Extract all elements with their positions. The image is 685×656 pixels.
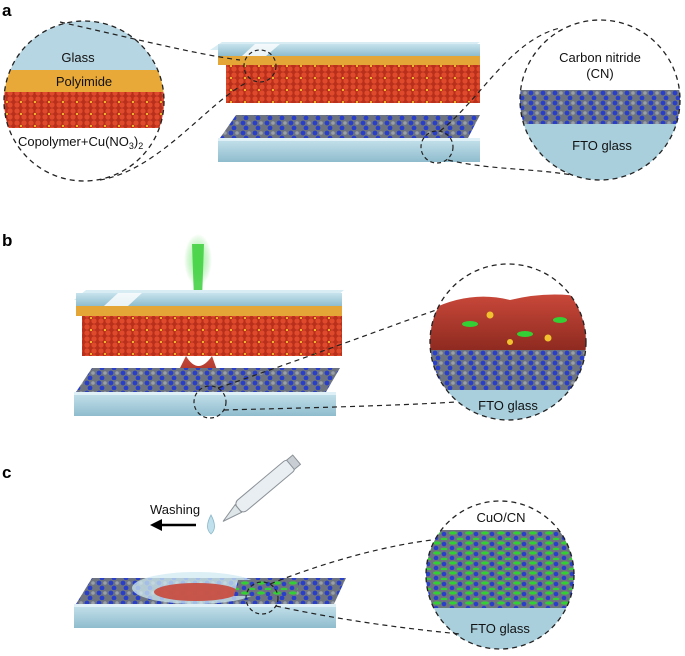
panel-c-label: c [2,463,11,482]
washing-arrow-head [150,519,162,531]
connector-bottom [99,81,249,181]
panel-a-device [210,42,480,162]
panel-a-label: a [2,1,12,20]
label-backdrop [474,509,528,525]
connector-bottom [447,159,573,176]
zoom-cn-layer [520,90,680,124]
focus-circle [243,49,277,83]
label-cn: (CN) [586,66,613,81]
panel-b-label: b [2,231,12,250]
pipette-end [285,454,302,471]
label-copolymer-prefix: Copolymer+Cu(NO [18,134,129,149]
fto-edge [218,138,480,141]
focus-circle [245,581,279,615]
cuo-particle [517,331,533,337]
connector-top [217,309,437,389]
carbon-nitride-layer [76,368,340,392]
label-polyimide: Polyimide [56,74,112,89]
zoom-circle-outline [425,500,575,650]
polyimide-layer [218,56,480,65]
zoom-cn-layer [430,350,586,390]
cu-ion [486,311,494,319]
top-glass [76,293,342,306]
zoom-circle-outline [519,19,681,181]
pipette-tip [222,503,243,522]
cu-ion [507,339,513,345]
carbon-nitride-layer [220,115,480,138]
panel-c-device [74,572,346,628]
fto-glass-substrate [74,392,336,416]
cuo-particle [553,317,567,323]
copolymer-film [226,65,480,103]
connector-bottom [223,401,457,411]
label-washing: Washing [150,502,200,517]
water-droplet [207,514,215,535]
label-copolymer-sub2: 2 [138,141,143,151]
glass-reflection [104,293,142,306]
label-glass: Glass [61,50,95,65]
zoom-circle-outline [3,20,165,182]
label-copolymer-close: ) [134,134,138,149]
zoom-circle-outline [429,263,587,421]
cuo-particle [462,321,478,327]
connector-top [439,27,561,132]
polyimide-layer [76,306,342,316]
panel-b-right-zoom: FTO glass [193,263,587,421]
residual-film [154,583,238,601]
pipette-body [235,459,295,513]
fto-edge [74,604,336,607]
copolymer-film [82,316,342,356]
fto-glass-substrate [218,138,480,162]
pipette [222,454,302,522]
focus-circle [420,130,454,164]
zoom-polyimide [4,70,164,92]
zoom-cuo-cn-layer [426,530,574,608]
label-cuo-cn: CuO/CN [476,510,525,525]
fto-edge [74,392,336,395]
label-fto-glass: FTO glass [470,621,530,636]
connector-top [269,539,433,585]
panel-c-washing: Washing [150,454,302,535]
label-copolymer: Copolymer+Cu(NO3)2 [18,134,143,151]
connector-bottom [275,605,461,635]
label-copolymer-sub1: 3 [129,141,134,151]
cu-ion [544,334,552,342]
panel-b-device [74,234,344,416]
cuo-pattern [234,580,300,596]
zoom-fto [520,124,680,180]
label-carbon-nitride: Carbon nitride [559,50,641,65]
connector-top [59,21,241,61]
focus-circle [193,385,227,419]
label-fto-glass: FTO glass [478,398,538,413]
label-fto-glass: FTO glass [572,138,632,153]
fto-glass-substrate [74,604,336,628]
panel-c-right-zoom: CuO/CN FTO glass [245,500,575,650]
zoom-copolymer [4,92,164,128]
top-glass [218,44,480,56]
